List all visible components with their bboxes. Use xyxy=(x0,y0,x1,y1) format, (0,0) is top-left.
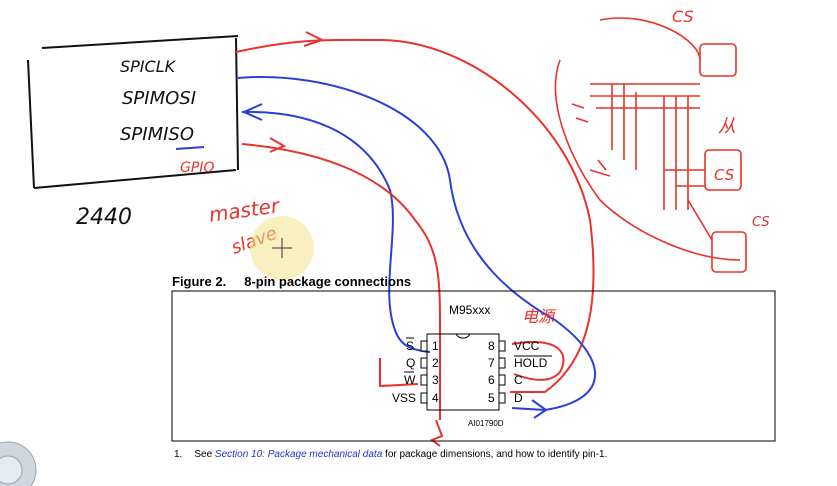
pin-7-name: HOLD xyxy=(514,356,548,370)
wire-spimosi xyxy=(237,76,596,412)
wire-hold-vcc xyxy=(511,341,565,381)
pin-2-num: 2 xyxy=(432,356,439,370)
pin-6-num: 6 xyxy=(488,373,495,387)
wire-gpio xyxy=(241,143,442,420)
footnote-link[interactable]: Section 10: Package mechanical data xyxy=(214,449,383,460)
pin-stubs xyxy=(420,340,506,404)
cursor-crosshair-icon xyxy=(272,238,292,258)
footnote-post: for package dimensions, and how to ident… xyxy=(382,449,608,460)
cs-label-3: CS xyxy=(752,215,770,230)
host-pin-spimosi: SPIMOSI xyxy=(122,88,196,109)
cs-label-2: CS xyxy=(714,166,735,184)
host-pin-labels: SPICLK SPIMOSI SPIMISO GPIO xyxy=(120,57,214,176)
figure-code: AI01790D xyxy=(468,419,504,428)
wire-spimiso xyxy=(241,110,431,353)
pin-4-name: VSS xyxy=(392,391,416,405)
chip-notch xyxy=(455,333,471,339)
arrow-spiclk xyxy=(303,31,325,47)
pin-3-num: 3 xyxy=(432,373,439,387)
pin-1-num: 1 xyxy=(432,339,439,353)
host-pin-spimiso: SPIMISO xyxy=(120,124,194,145)
miso-underline xyxy=(175,146,205,150)
power-note: 电源 xyxy=(522,307,557,326)
figure-footnote: 1. See Section 10: Package mechanical dat… xyxy=(174,449,607,460)
bus-sketch xyxy=(554,17,747,273)
wires xyxy=(235,31,596,447)
pin-8-name: VCC xyxy=(514,339,540,353)
pin-8-num: 8 xyxy=(488,339,495,353)
chip-name: M95xxx xyxy=(449,303,490,317)
arrow-miso xyxy=(241,103,263,121)
cs-label-1: CS xyxy=(672,7,694,26)
chip-body xyxy=(426,333,500,411)
right-pins: 8 VCC 7 HOLD 6 C 5 D xyxy=(488,339,552,405)
corner-widget-icon xyxy=(0,441,37,486)
host-name: 2440 xyxy=(76,205,132,230)
host-box xyxy=(27,35,239,189)
pin-3-name: W xyxy=(404,373,416,387)
arrow-gpio xyxy=(269,137,287,153)
wire-w-gnd xyxy=(379,358,419,388)
pin-1-name: S xyxy=(406,339,414,353)
pin-6-name: C xyxy=(514,373,523,387)
pin-2-name: Q xyxy=(406,356,415,370)
figure-frame xyxy=(171,290,776,442)
left-pins: S 1 Q 2 W 3 VSS 4 xyxy=(392,337,439,405)
arrow-mosi-end xyxy=(531,399,548,419)
slave-note: 从 xyxy=(718,116,736,137)
footnote-index: 1. xyxy=(174,449,183,460)
pin-7-num: 7 xyxy=(488,356,495,370)
pin-4-num: 4 xyxy=(432,391,439,405)
host-pin-spiclk: SPICLK xyxy=(120,57,177,76)
pin-5-name: D xyxy=(514,391,523,405)
footnote-pre: See xyxy=(194,449,215,460)
wire-spiclk xyxy=(235,38,595,393)
wire-gnd xyxy=(429,419,444,447)
host-pin-gpio: GPIO xyxy=(180,160,214,176)
cs-labels: CS CS CS 从 xyxy=(672,7,770,230)
figure-title: Figure 2. 8-pin package connections xyxy=(172,274,411,289)
pin-5-num: 5 xyxy=(488,391,495,405)
